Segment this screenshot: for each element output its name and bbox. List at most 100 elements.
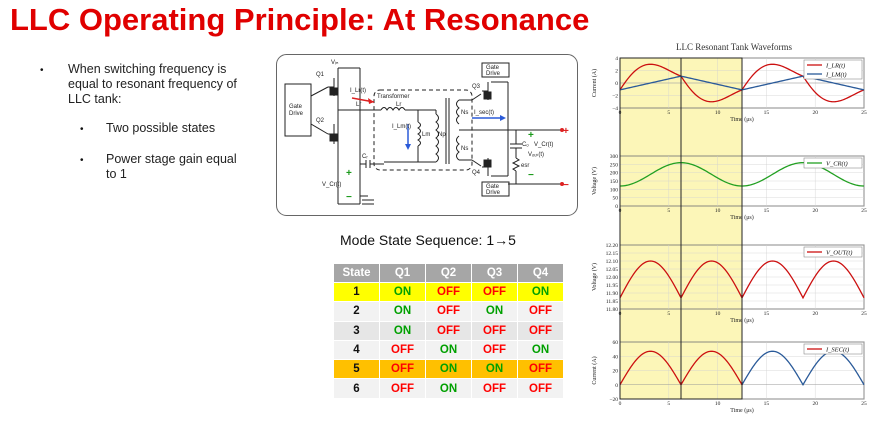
chart-title: LLC Resonant Tank Waveforms — [676, 42, 793, 52]
header-q4: Q4 — [517, 263, 564, 283]
switch-state-cell: OFF — [379, 339, 426, 361]
switch-state-cell: ON — [471, 301, 518, 322]
series-line-3-1 — [741, 350, 865, 387]
y-tick-label: 11.80 — [606, 307, 618, 313]
label-gate-drive-top-2: Drive — [486, 71, 501, 77]
vout-minus-sign: − — [563, 180, 569, 191]
x-tick-label: 20 — [812, 401, 818, 407]
label-ilr: I_Lr(t) — [350, 88, 366, 94]
x-tick-label: 25 — [861, 311, 867, 317]
mode-sequence-title: Mode State Sequence: 1→5 — [340, 232, 516, 248]
y-tick-label: −4 — [612, 106, 618, 112]
switch-state-cell: OFF — [517, 320, 564, 341]
label-q4: Q4 — [472, 170, 481, 176]
switch-state-cell: OFF — [471, 320, 518, 341]
x-tick-label: 5 — [667, 401, 670, 407]
y-tick-label: 0 — [615, 383, 618, 389]
y-axis-label: Current (A) — [591, 356, 598, 384]
label-vcr: V_Cr(t) — [534, 142, 553, 148]
y-tick-label: 12.05 — [606, 267, 619, 273]
label-gate-drive-left-1: Gate — [289, 104, 303, 110]
switch-state-cell: OFF — [425, 301, 472, 322]
switch-state-cell: OFF — [471, 378, 518, 399]
llc-circuit-schematic: Vᵢₙ Q1 Q2 Gate Drive I_Lr(t) Lr Lr Trans… — [276, 54, 578, 216]
switch-state-cell: ON — [517, 339, 564, 361]
x-tick-label: 5 — [667, 311, 670, 317]
switch-state-cell: ON — [379, 281, 426, 303]
switch-state-cell: OFF — [471, 339, 518, 361]
y-tick-label: 40 — [613, 354, 619, 360]
state-number-cell: 3 — [333, 320, 380, 341]
shaded-interval-1 — [620, 58, 681, 399]
y-tick-label: 200 — [610, 171, 619, 177]
x-tick-label: 10 — [715, 311, 721, 317]
label-q2: Q2 — [316, 118, 325, 124]
switch-state-cell: OFF — [517, 301, 564, 322]
y-tick-label: 12.15 — [606, 251, 619, 257]
y-tick-label: 4 — [615, 56, 618, 62]
ilr-arrowhead — [368, 98, 374, 104]
y-tick-label: 0 — [615, 81, 618, 87]
ilm-arrowhead — [405, 144, 411, 150]
x-tick-label: 15 — [764, 110, 770, 116]
label-gate-drive-left-2: Drive — [289, 111, 304, 117]
y-tick-label: 12.00 — [606, 275, 619, 281]
y-axis-label: Voltage (V) — [591, 263, 598, 291]
legend-box — [803, 343, 863, 355]
shaded-interval-2 — [681, 58, 742, 399]
vcr-plus-sign: + — [528, 130, 534, 141]
legend-box — [803, 157, 863, 169]
label-lr-coil: Lr — [396, 102, 401, 108]
y-tick-label: 300 — [610, 154, 619, 160]
vout-plus-sign: + — [563, 126, 569, 137]
label-q1: Q1 — [316, 72, 325, 78]
y-tick-label: −2 — [612, 94, 618, 100]
switch-state-cell: ON — [425, 378, 472, 399]
legend-label: I_SEC(t) — [825, 347, 849, 354]
switch-state-cell: ON — [425, 339, 472, 361]
bullet-dot: • — [40, 65, 44, 76]
switch-state-cell: ON — [379, 320, 426, 341]
switch-state-cell: OFF — [471, 281, 518, 303]
header-q2: Q2 — [425, 263, 472, 283]
state-number-cell: 4 — [333, 339, 380, 361]
label-ns-top: Ns — [461, 110, 468, 116]
switch-state-cell: OFF — [379, 359, 426, 380]
x-tick-label: 5 — [667, 208, 670, 214]
y-tick-label: 11.90 — [606, 291, 618, 297]
x-tick-label: 5 — [667, 110, 670, 116]
vout-minus-terminal — [560, 182, 564, 186]
state-number-cell: 6 — [333, 378, 380, 399]
label-vcr-left: V_Cr(t) — [322, 182, 341, 188]
switch-state-cell: OFF — [517, 378, 564, 399]
legend-label: V_CR(t) — [826, 161, 848, 168]
x-tick-label: 10 — [715, 110, 721, 116]
label-ilm: I_Lm(t) — [392, 124, 411, 130]
switch-state-cell: ON — [425, 359, 472, 380]
vout-plus-terminal — [560, 128, 564, 132]
label-q3: Q3 — [472, 84, 481, 90]
sub-bullet-dot: • — [80, 124, 84, 135]
x-tick-label: 20 — [812, 208, 818, 214]
y-tick-label: 11.85 — [606, 299, 618, 305]
state-number-cell: 1 — [333, 281, 380, 303]
y-tick-label: 50 — [613, 196, 619, 202]
label-gate-drive-top-1: Gate — [486, 65, 500, 71]
y-tick-label: 11.95 — [606, 283, 618, 289]
x-tick-label: 20 — [812, 311, 818, 317]
x-tick-label: 25 — [861, 401, 867, 407]
state-number-cell: 5 — [333, 359, 380, 380]
x-tick-label: 0 — [619, 401, 622, 407]
y-tick-label: 250 — [610, 162, 619, 168]
label-transformer: Transformer — [377, 94, 409, 100]
legend-label: I_LR(t) — [825, 63, 845, 70]
header-q3: Q3 — [471, 263, 518, 283]
x-tick-label: 10 — [715, 208, 721, 214]
y-tick-label: −20 — [609, 397, 618, 403]
bullet-text-2: Two possible states — [106, 121, 216, 135]
y-tick-label: 100 — [610, 187, 619, 193]
slide-title: LLC Operating Principle: At Resonance — [10, 2, 590, 37]
